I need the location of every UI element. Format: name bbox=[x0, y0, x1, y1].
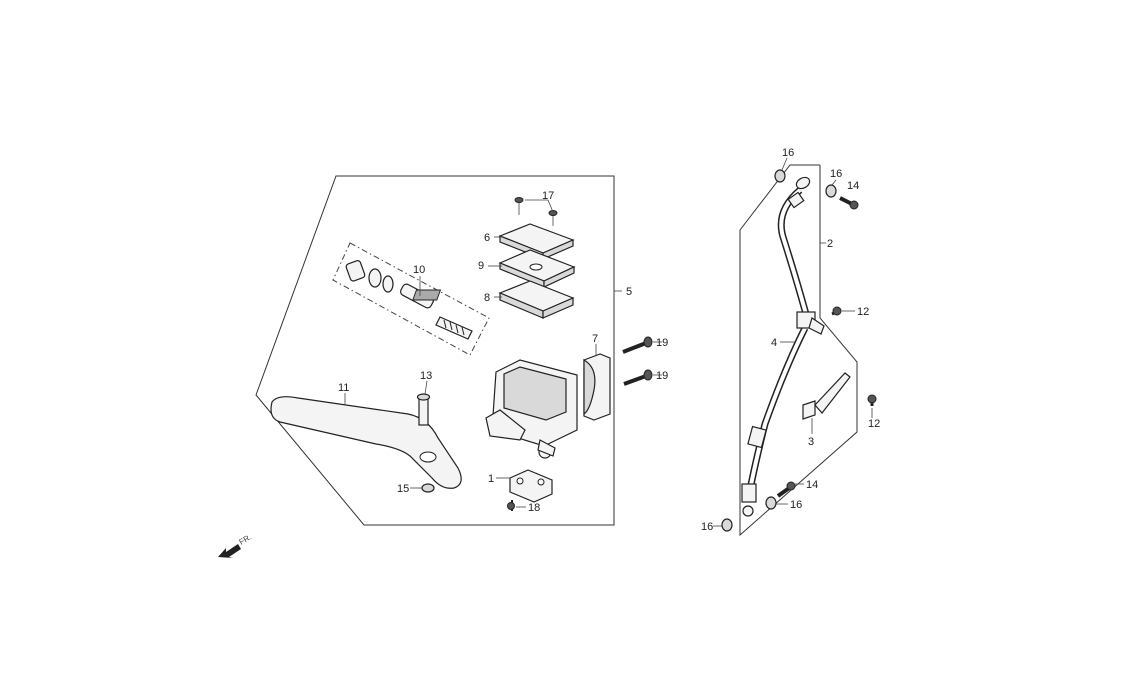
leader-lines bbox=[344, 157, 873, 527]
sealing-washer-bottom-left bbox=[721, 518, 733, 532]
sealing-washer-top-left bbox=[774, 169, 786, 183]
callout-14-top: 14 bbox=[847, 180, 859, 192]
callout-3: 3 bbox=[808, 436, 814, 448]
callout-16-bottom-right: 16 bbox=[790, 499, 802, 511]
hose-clamp bbox=[802, 372, 851, 420]
callout-12-lower: 12 bbox=[868, 418, 880, 430]
callout-15: 15 bbox=[397, 483, 409, 495]
front-direction-indicator: FR. bbox=[218, 532, 253, 558]
callout-labels: 5 17 6 9 8 10 7 19 19 11 13 15 1 18 16 1… bbox=[338, 147, 880, 533]
master-cylinder-group-outline bbox=[255, 175, 615, 526]
callout-11: 11 bbox=[338, 382, 349, 394]
sealing-washer-bottom-right bbox=[765, 496, 777, 510]
callout-17: 17 bbox=[542, 190, 554, 202]
brake-hose bbox=[741, 176, 825, 517]
oil-bolt-top bbox=[839, 196, 859, 210]
callout-9: 9 bbox=[478, 260, 484, 272]
callout-16-bottom-left: 16 bbox=[701, 521, 713, 533]
front-label: FR. bbox=[238, 532, 254, 546]
sealing-washer-top-right bbox=[825, 184, 837, 198]
callout-19-lower: 19 bbox=[656, 370, 668, 382]
switch-screw bbox=[507, 500, 515, 511]
front-arrow-icon bbox=[218, 544, 241, 558]
callout-19-upper: 19 bbox=[656, 337, 668, 349]
callout-16-top-left: 16 bbox=[782, 147, 794, 159]
piston-kit-box bbox=[332, 242, 490, 356]
callout-10: 10 bbox=[413, 264, 425, 276]
callout-18: 18 bbox=[528, 502, 540, 514]
clamp-bolt-lower bbox=[867, 394, 877, 406]
reservoir-cap-stack bbox=[412, 197, 576, 319]
clamp-bolts bbox=[622, 336, 653, 386]
oil-bolt-bottom bbox=[776, 481, 796, 498]
brake-lever bbox=[270, 396, 462, 489]
callout-16-top-right: 16 bbox=[830, 168, 842, 180]
callout-5: 5 bbox=[626, 286, 632, 298]
callout-2: 2 bbox=[827, 238, 833, 250]
callout-8: 8 bbox=[484, 292, 490, 304]
callout-1: 1 bbox=[488, 473, 494, 485]
brake-light-switch bbox=[509, 469, 553, 503]
master-cylinder-body bbox=[485, 359, 578, 459]
callout-7: 7 bbox=[592, 333, 598, 345]
handlebar-clamp bbox=[583, 353, 611, 421]
pivot-nut bbox=[421, 483, 435, 493]
brake-hose-group-outline bbox=[739, 164, 858, 537]
callout-14-bottom: 14 bbox=[806, 479, 818, 491]
callout-4: 4 bbox=[771, 337, 777, 349]
callout-13: 13 bbox=[420, 370, 432, 382]
callout-6: 6 bbox=[484, 232, 490, 244]
clamp-bolt-upper bbox=[831, 306, 842, 316]
piston-kit bbox=[345, 260, 473, 340]
pivot-bolt bbox=[416, 393, 431, 426]
callout-12-upper: 12 bbox=[857, 306, 869, 318]
